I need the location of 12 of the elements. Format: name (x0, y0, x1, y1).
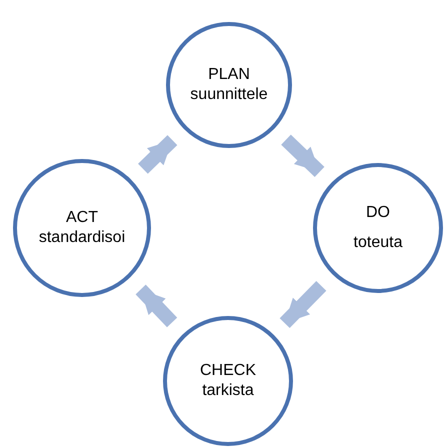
phase-title: DO (366, 203, 390, 223)
phase-description: toteuta (354, 233, 402, 253)
phase-description: standardisoi (38, 228, 126, 248)
phase-description: tarkista (202, 381, 254, 401)
phase-title: CHECK (200, 361, 256, 381)
block-arrow (136, 284, 178, 328)
phase-title: ACT (66, 208, 98, 228)
phase-description: suunnittele (190, 85, 268, 105)
block-arrow (281, 134, 324, 177)
block-arrow (280, 280, 326, 328)
phase-title: PLAN (208, 65, 250, 85)
block-arrow (138, 135, 178, 174)
